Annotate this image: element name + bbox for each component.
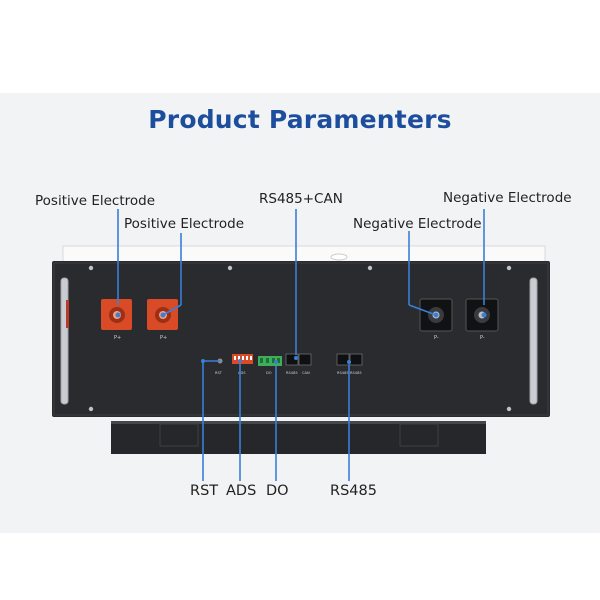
port-label-rs485-b: RS485: [337, 371, 349, 375]
label-positive-electrode-1: Positive Electrode: [35, 193, 156, 209]
screw-icon: [506, 406, 512, 412]
dip-switch-levers: [234, 356, 252, 360]
right-handle: [529, 277, 538, 405]
screw-icon: [88, 265, 94, 271]
screw-icon: [367, 265, 373, 271]
port-label-do: DO: [266, 371, 272, 375]
label-negative-electrode-1: Negative Electrode: [353, 216, 482, 232]
terminal-label-p-plus-1: P+: [114, 335, 121, 341]
port-label-rs485: RS485: [286, 371, 298, 375]
page-title: Product Paramenters: [148, 105, 452, 134]
do-connector-pins: [260, 358, 280, 363]
port-label-rst: RST: [215, 371, 223, 375]
port-rs485-can-b: [298, 353, 312, 366]
rj45-ports: [285, 353, 363, 366]
terminal-label-p-plus-2: P+: [160, 335, 167, 341]
do-connector: [258, 356, 282, 366]
label-positive-electrode-2: Positive Electrode: [124, 216, 245, 232]
terminal-label-p-minus-1: P-: [434, 335, 439, 341]
top-casing: [62, 245, 546, 263]
label-rs485: RS485: [330, 483, 377, 499]
port-label-ads: ADS: [238, 371, 246, 375]
left-handle: [60, 277, 69, 405]
top-handle: [330, 253, 348, 261]
base-slot-left: [159, 423, 199, 447]
port-label-rs485-c: RS485: [350, 371, 362, 375]
label-do: DO: [266, 483, 289, 499]
screw-icon: [227, 265, 233, 271]
port-rs485-b: [349, 353, 363, 366]
base-stand-top: [111, 421, 486, 424]
terminal-label-p-minus-2: P-: [480, 335, 485, 341]
label-rs485-can: RS485+CAN: [259, 191, 343, 207]
port-rs485-can-a: [285, 353, 299, 366]
label-rst: RST: [190, 483, 219, 499]
port-labels: RST ADS DO RS485 CAN RS485 RS485: [215, 371, 362, 375]
label-ads: ADS: [226, 483, 257, 499]
base-slot-right: [399, 423, 439, 447]
label-negative-electrode-2: Negative Electrode: [443, 190, 572, 206]
screw-icon: [506, 265, 512, 271]
screw-icons: [88, 265, 512, 412]
front-panel-bevel: [53, 262, 549, 416]
status-strip: [66, 300, 69, 328]
port-rs485-a: [336, 353, 350, 366]
front-panel: [52, 261, 550, 417]
screw-icon: [88, 406, 94, 412]
base-stand: [111, 421, 486, 454]
callout-lines: [117, 209, 485, 481]
callout-connectors: [162, 304, 437, 362]
terminal-labels: P+ P+ P- P-: [114, 335, 485, 341]
port-label-can: CAN: [302, 371, 310, 375]
